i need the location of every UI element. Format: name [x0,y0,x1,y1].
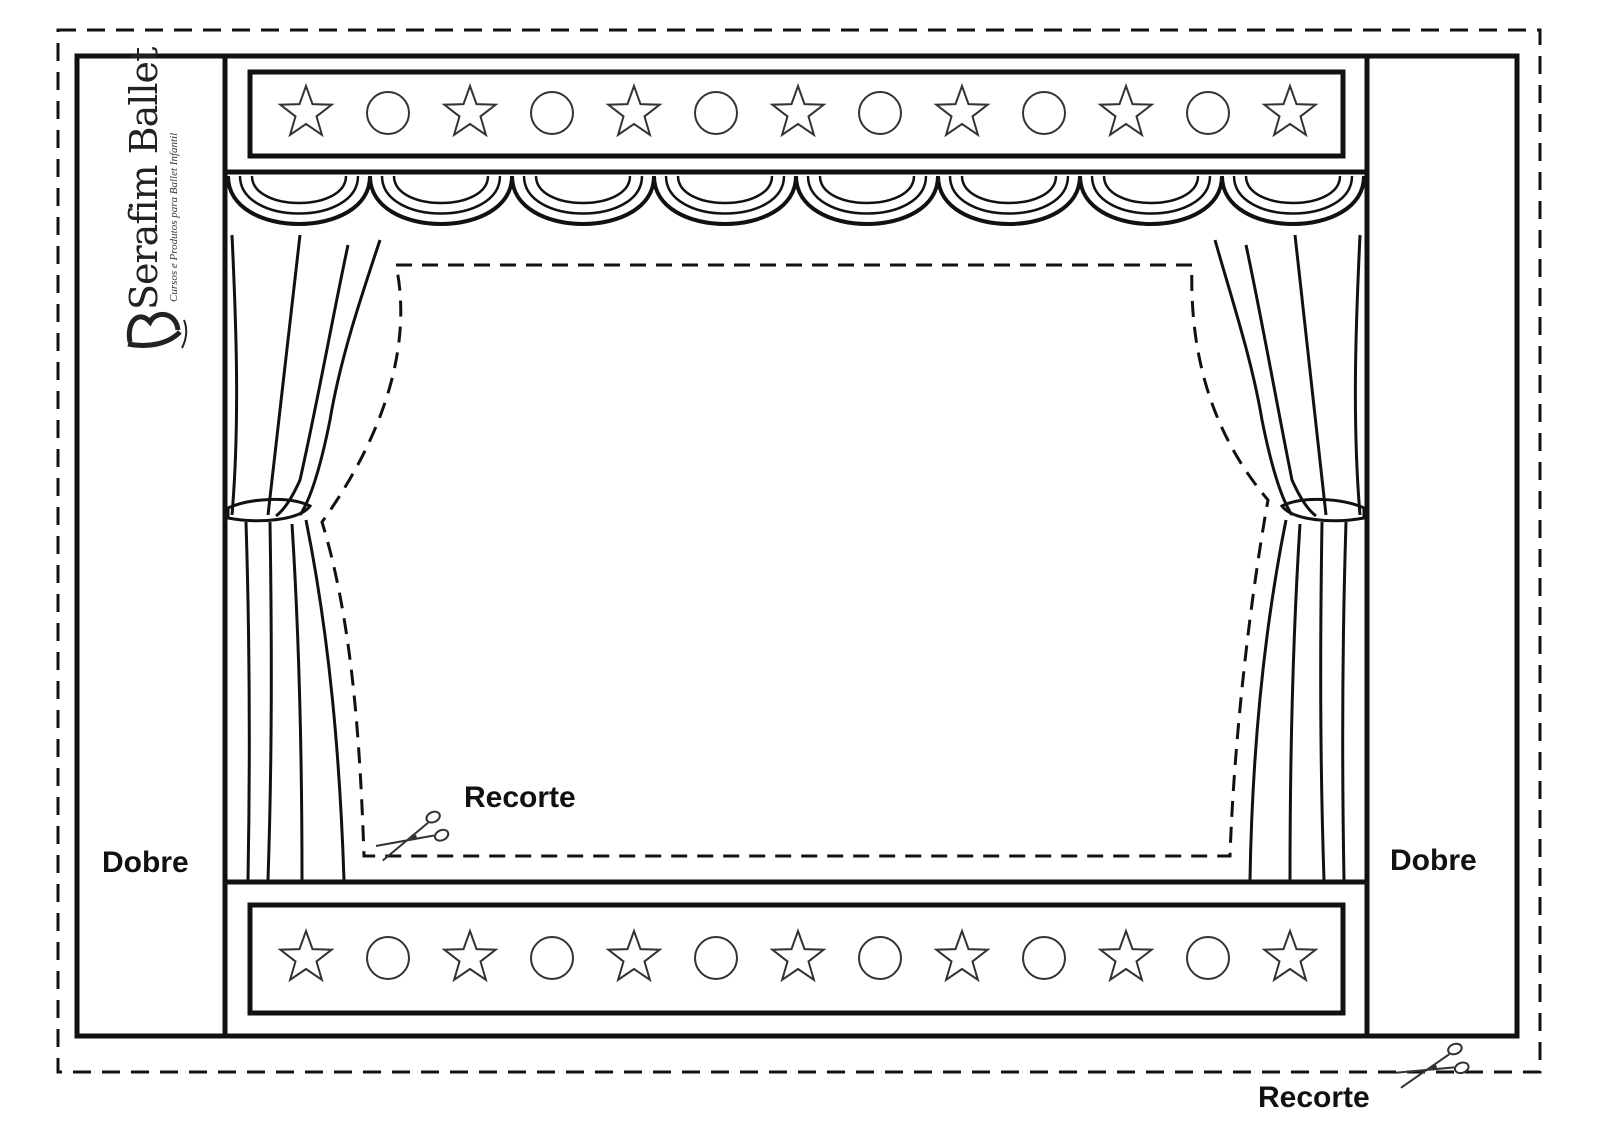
cut-label-outer: Recorte [1258,1081,1370,1114]
valance-scallop [1244,175,1342,205]
valance-scallop [510,175,656,226]
star-icon [933,83,991,138]
circle-icon [694,936,738,980]
valance-scallop [1090,175,1212,215]
star-icon [769,928,827,983]
circle-icon [858,91,902,135]
star-icon [1261,83,1319,138]
valance-scallop [1102,175,1200,205]
circle-icon [1186,936,1230,980]
valance-scallop [652,175,798,226]
star-icon [769,83,827,138]
star-icon [441,928,499,983]
valance-scallop [534,175,632,205]
circle-icon [1186,91,1230,135]
star-icon [1097,83,1155,138]
valance-scallop [794,175,940,226]
valance-scallop [1232,175,1354,215]
valance-scallop [960,175,1058,205]
valance-scallop [1220,175,1366,226]
bottom-band [247,902,1346,1016]
star-icon [441,83,499,138]
valance-scallop [818,175,916,205]
bottom-band-items [277,928,1319,983]
valance-scallop [948,175,1070,215]
brand-name: Serafim Ballet [122,47,166,310]
valance-scallop [664,175,786,215]
star-icon [933,928,991,983]
valance-scallop [392,175,490,205]
valance-scallop [676,175,774,205]
valance-scallop [250,175,348,205]
valance-scallop [806,175,928,215]
valance-scallop [238,175,360,215]
fold-label-left: Dobre [102,846,189,879]
scissors-icon [375,810,450,862]
circle-icon [366,91,410,135]
star-icon [605,928,663,983]
valance-scallop [380,175,502,215]
scissors-icon [1395,1042,1470,1089]
outer-cut-line [56,28,1542,1074]
cut-label-inner: Recorte [464,781,576,814]
brand-tagline: Cursos e Produtos para Ballet Infantil [168,132,180,302]
circle-icon [694,91,738,135]
star-icon [277,83,335,138]
left-curtain [226,234,382,881]
curtain-valance [226,175,1366,226]
circle-icon [530,936,574,980]
circle-icon [1022,936,1066,980]
top-band [247,69,1346,159]
circle-icon [858,936,902,980]
brand-logo-icon [126,312,188,349]
main-frame [74,53,1520,1039]
valance-scallop [1078,175,1224,226]
circle-icon [1022,91,1066,135]
inner-cut-line [320,263,1270,858]
valance-scallop [226,175,372,226]
star-icon [605,83,663,138]
brand-logo: Serafim Ballet Cursos e Produtos para Ba… [118,0,208,350]
valance-scallop [368,175,514,226]
fold-label-right: Dobre [1390,844,1477,877]
star-icon [1261,928,1319,983]
right-curtain [1213,234,1366,881]
top-band-items [277,83,1319,138]
star-icon [1097,928,1155,983]
star-icon [277,928,335,983]
valance-scallop [936,175,1082,226]
circle-icon [530,91,574,135]
valance-scallop [522,175,644,215]
circle-icon [366,936,410,980]
